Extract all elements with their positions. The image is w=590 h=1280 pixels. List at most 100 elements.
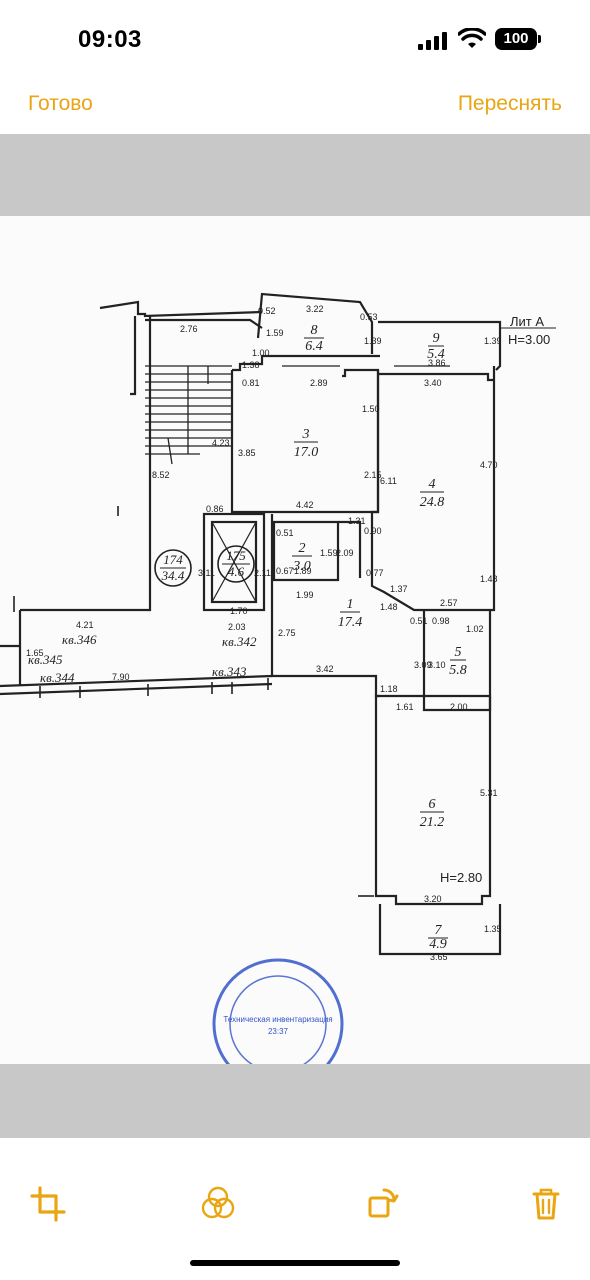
cellular-signal-icon — [418, 32, 447, 50]
dim: 0.51 — [410, 616, 428, 626]
delete-button[interactable] — [522, 1180, 570, 1228]
dim: 2.15 — [364, 470, 382, 480]
dim: 1.00 — [252, 348, 270, 358]
room-area: 17.0 — [294, 445, 319, 460]
filters-button[interactable] — [194, 1180, 242, 1228]
scanned-floor-plan: 1 17.4 2 3.0 3 17.0 4 24.8 5 5.8 6 21.2 … — [0, 216, 590, 1064]
dim: 3.20 — [424, 894, 442, 904]
dim: 0.52 — [258, 306, 276, 316]
dim: 3.09 — [414, 660, 432, 670]
dim: 1.70 — [230, 606, 248, 616]
room-num: 174 — [163, 552, 183, 567]
status-time: 09:03 — [78, 26, 142, 53]
height-bottom: H=2.80 — [440, 870, 482, 885]
filters-icon — [201, 1186, 235, 1219]
room-area: 24.8 — [420, 495, 445, 510]
dim: 1.31 — [348, 516, 366, 526]
nav-bar: Готово Переснять — [0, 80, 590, 134]
dim: 2.11 — [254, 568, 271, 578]
dim: 2.76 — [180, 324, 198, 334]
dim: 2.89 — [310, 378, 328, 388]
apartment-label: кв.346 — [62, 632, 97, 647]
dim: 4.23 — [212, 438, 230, 448]
apartment-label: кв.344 — [40, 670, 75, 685]
seal-stamp: Техническая инвентаризация 23:37 — [212, 958, 344, 1064]
apartment-label: кв.345 — [28, 652, 63, 667]
room-area: 5.4 — [427, 347, 445, 362]
dim: 1.48 — [380, 602, 398, 612]
room-area: 4.9 — [429, 937, 447, 952]
battery-tip — [538, 35, 541, 43]
apartment-label: кв.343 — [212, 664, 247, 679]
dim: 0.51 — [276, 528, 294, 538]
dim: 1.02 — [466, 624, 484, 634]
dim: 3.65 — [430, 952, 448, 962]
room-num: 8 — [311, 323, 318, 338]
room-area: 21.2 — [420, 815, 445, 830]
dim: 3.42 — [316, 664, 334, 674]
dim: 1.50 — [362, 404, 380, 414]
dim: 2.00 — [450, 702, 468, 712]
dim: 4.21 — [76, 620, 94, 630]
dim: 4.42 — [296, 500, 314, 510]
dim: 2.09 — [336, 548, 354, 558]
dim: 3.10 — [428, 660, 446, 670]
apartment-label: кв.342 — [222, 634, 257, 649]
room-num: 1 — [347, 597, 354, 612]
dim: 6.11 — [380, 476, 397, 486]
room-area: 5.8 — [449, 663, 467, 678]
dim: 8.52 — [152, 470, 170, 480]
document-viewer[interactable]: 1 17.4 2 3.0 3 17.0 4 24.8 5 5.8 6 21.2 … — [0, 134, 590, 1138]
dim: 0.90 — [364, 526, 382, 536]
dim: 0.81 — [242, 378, 260, 388]
dim: 2.03 — [228, 622, 246, 632]
dim: 3.40 — [424, 378, 442, 388]
status-bar: 09:03 100 — [0, 0, 590, 80]
dim: 5.31 — [480, 788, 498, 798]
rotate-button[interactable] — [358, 1180, 406, 1228]
dim: 0.86 — [206, 504, 224, 514]
home-indicator[interactable] — [190, 1260, 400, 1266]
room-num: 4 — [429, 477, 436, 492]
done-button[interactable]: Готово — [28, 92, 93, 115]
crop-button[interactable] — [24, 1180, 72, 1228]
dim: 1.61 — [396, 702, 414, 712]
room-num: 2 — [299, 541, 306, 556]
battery-level: 100 — [503, 30, 529, 47]
room-num: 6 — [429, 797, 436, 812]
room-num: 9 — [433, 331, 440, 346]
dim: 3.11 — [198, 568, 215, 578]
dim: 3.86 — [428, 358, 446, 368]
room-area: 34.4 — [161, 568, 185, 583]
trash-icon — [532, 1188, 560, 1220]
retake-button[interactable]: Переснять — [457, 92, 562, 115]
rotate-icon — [368, 1188, 399, 1218]
dim: 1.39 — [364, 336, 382, 346]
room-num: 3 — [302, 427, 310, 442]
seal-text: Техническая инвентаризация — [223, 1015, 332, 1024]
floor-plan-drawing: 1 17.4 2 3.0 3 17.0 4 24.8 5 5.8 6 21.2 … — [0, 292, 556, 1064]
room-num: 7 — [435, 923, 443, 938]
room-area: 4.6 — [228, 564, 245, 579]
dim: 0.98 — [432, 616, 450, 626]
dim: 1.89 — [294, 566, 312, 576]
dim: 4.70 — [480, 460, 498, 470]
lit-label: Лит А — [510, 314, 544, 329]
dim: 0.77 — [366, 568, 384, 578]
dim: 1.39 — [484, 336, 502, 346]
dim: 1.38 — [242, 360, 260, 370]
dim: 1.59 — [266, 328, 284, 338]
dim: 3.22 — [306, 304, 324, 314]
dim: 0.53 — [360, 312, 378, 322]
dim: 1.65 — [26, 648, 44, 658]
battery-icon: 100 — [495, 28, 537, 50]
height-top: H=3.00 — [508, 332, 550, 347]
wifi-icon — [458, 28, 486, 48]
room-num: 5 — [455, 645, 462, 660]
room-num: 175 — [226, 548, 246, 563]
crop-icon — [30, 1186, 66, 1222]
room-area: 3.0 — [292, 559, 311, 574]
dim: 2.75 — [278, 628, 296, 638]
dim: 1.99 — [296, 590, 314, 600]
dim: 3.85 — [238, 448, 256, 458]
